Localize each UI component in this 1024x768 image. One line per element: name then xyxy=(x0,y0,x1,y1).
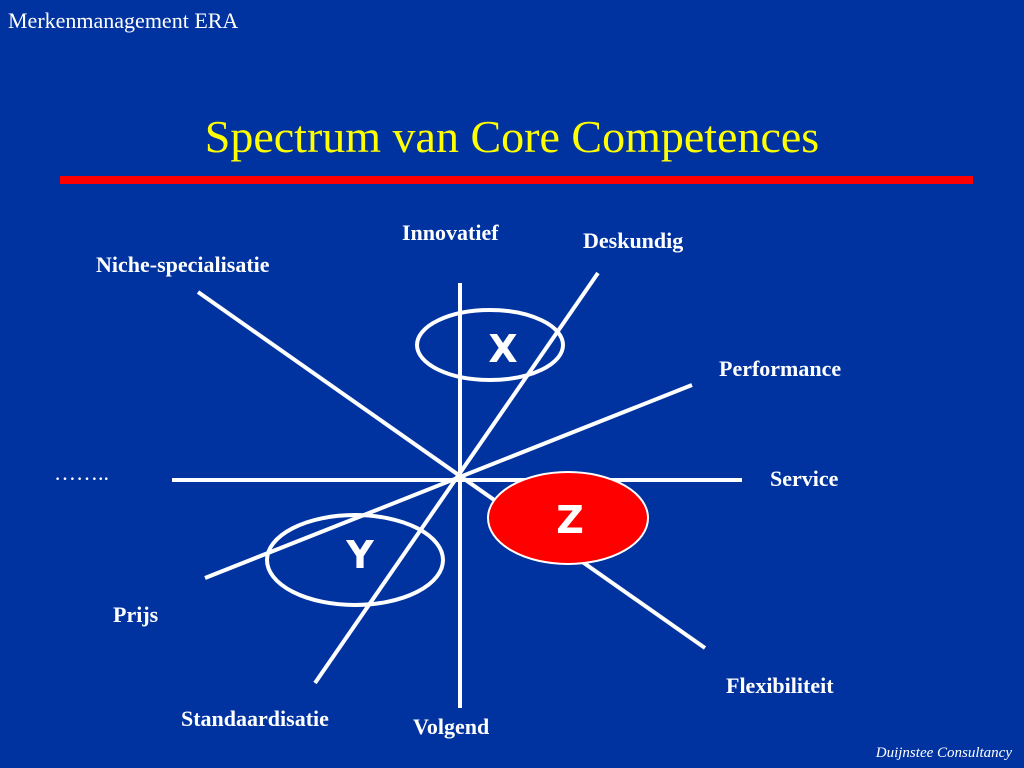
label-prijs: Prijs xyxy=(113,602,159,627)
y-marker: Y xyxy=(345,533,374,577)
label-standaardisatie: Standaardisatie xyxy=(181,706,329,731)
label-innovatief: Innovatief xyxy=(402,220,499,245)
axis-niche-flexibiliteit xyxy=(196,290,707,650)
label-performance: Performance xyxy=(719,356,842,381)
label-volgend: Volgend xyxy=(413,714,490,739)
label-dots: …….. xyxy=(54,460,109,485)
label-niche-specialisatie: Niche-specialisatie xyxy=(96,252,270,277)
z-marker: Z xyxy=(556,498,584,542)
axis-performance-prijs xyxy=(204,383,693,580)
footer-label: Duijnstee Consultancy xyxy=(875,745,1012,761)
z-ellipse xyxy=(487,471,649,565)
header-label: Merkenmanagement ERA xyxy=(8,8,239,33)
page-title: Spectrum van Core Competences xyxy=(204,111,820,162)
y-ellipse xyxy=(265,513,445,607)
label-deskundig: Deskundig xyxy=(583,228,684,253)
label-flexibiliteit: Flexibiliteit xyxy=(726,673,834,698)
title-rule xyxy=(60,176,973,184)
x-marker: X xyxy=(488,327,517,371)
label-service: Service xyxy=(770,466,839,491)
x-ellipse xyxy=(415,308,565,382)
